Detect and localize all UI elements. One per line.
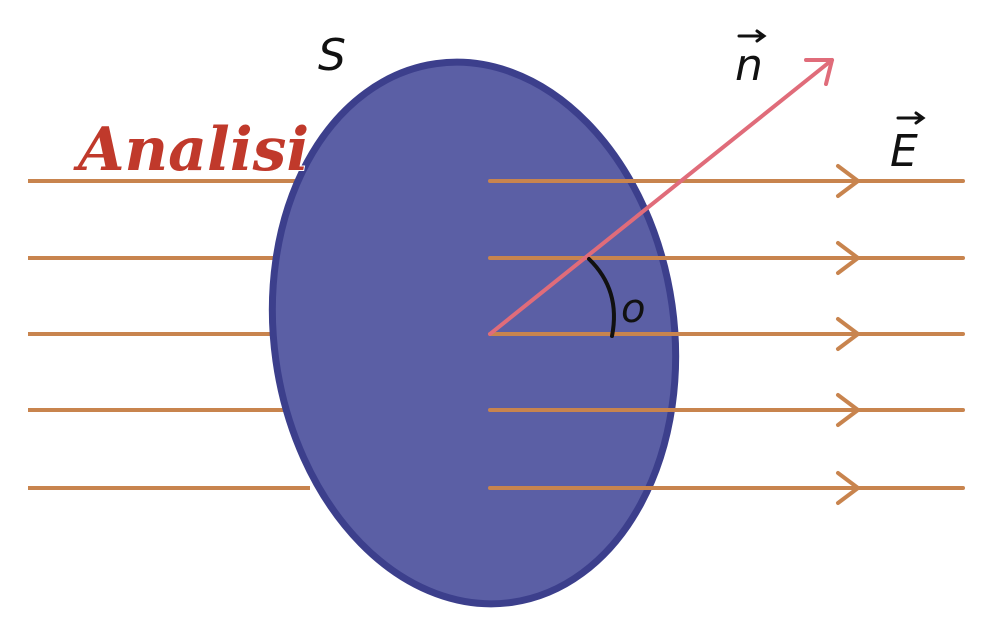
field-label: E	[890, 126, 918, 177]
normal-vector-arrowhead	[804, 58, 834, 86]
field-arrowhead-2	[836, 241, 860, 275]
field-arrowhead-3	[836, 317, 860, 351]
angle-label: o	[621, 286, 645, 332]
normal-label: n	[735, 40, 763, 91]
surface-label: S	[318, 30, 346, 81]
field-lines-right	[488, 164, 965, 505]
field-vector-arrow-icon	[896, 111, 926, 125]
angle-arc	[587, 257, 616, 338]
normal-vector-arrow-icon	[737, 29, 767, 43]
field-arrowhead-4	[836, 393, 860, 427]
normal-vector	[488, 58, 834, 336]
field-arrowhead-5	[836, 471, 860, 505]
field-arrowhead-1	[836, 164, 860, 198]
normal-label-group: n	[735, 29, 767, 91]
field-label-group: E	[890, 111, 926, 177]
brand-watermark: Analisi	[73, 115, 309, 185]
field-lines-left	[28, 179, 310, 490]
surface-ellipse	[268, 58, 680, 608]
normal-vector-line	[488, 58, 834, 336]
